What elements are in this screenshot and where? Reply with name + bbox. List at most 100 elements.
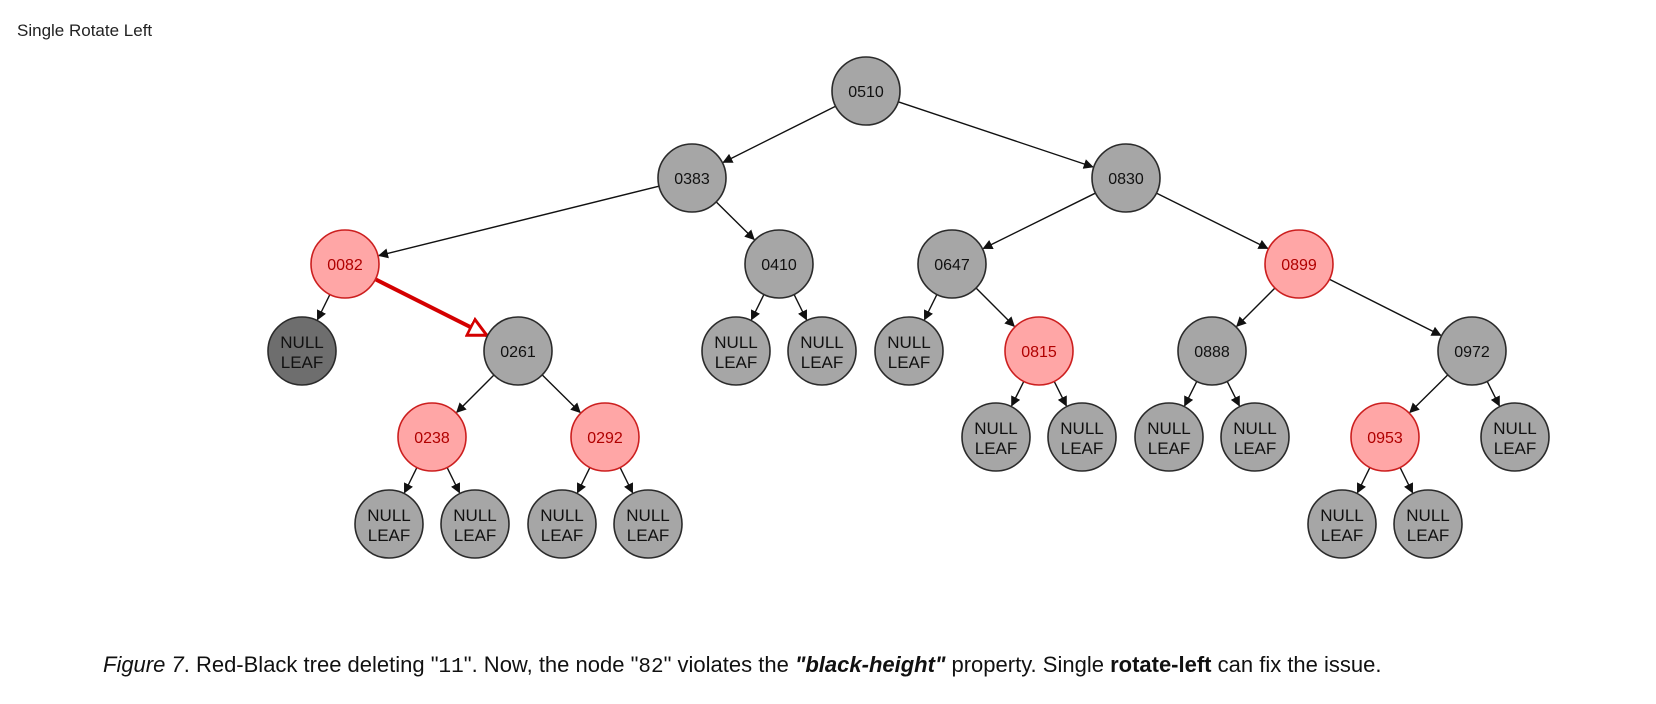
caption-emphasis: "black-height" xyxy=(794,652,946,677)
node-label: 0647 xyxy=(934,257,970,274)
edge-n815-l815a xyxy=(1011,381,1025,407)
edge-n815-l815b xyxy=(1053,381,1067,407)
node-circle xyxy=(613,489,683,559)
node-circle xyxy=(310,229,380,299)
node-circle xyxy=(1047,402,1117,472)
node-circle xyxy=(787,316,857,386)
edge-n410-l410a xyxy=(750,294,765,321)
node-circle xyxy=(1264,229,1334,299)
edge-n899-n972 xyxy=(1329,278,1442,336)
tree-node-n953: 0953 xyxy=(1350,402,1420,472)
caption-text-1: . Red-Black tree deleting " xyxy=(183,652,439,677)
node-circle xyxy=(1307,489,1377,559)
edge-n972-n953 xyxy=(1409,374,1449,414)
edge-highlight-n82-n261 xyxy=(374,277,486,338)
node-label: 0082 xyxy=(327,257,363,274)
node-circle xyxy=(701,316,771,386)
edge-n510-n383 xyxy=(722,105,836,163)
edge-n261-n238 xyxy=(456,374,495,413)
node-circle xyxy=(267,316,337,386)
tree-node-n82: 0082 xyxy=(310,229,380,299)
edge-n292-l292a xyxy=(576,467,591,494)
tree-node-n972: 0972 xyxy=(1437,316,1507,386)
tree-node-n383: 0383 xyxy=(657,143,727,213)
edge-n383-n82 xyxy=(378,185,660,259)
edge-n383-n410 xyxy=(715,201,755,241)
edge-n888-l888b xyxy=(1226,381,1240,407)
node-label: 0510 xyxy=(848,84,884,101)
node-circle xyxy=(527,489,597,559)
tree-node-n899: 0899 xyxy=(1264,229,1334,299)
caption-text-3: " violates the xyxy=(663,652,795,677)
edge-n830-n899 xyxy=(1156,192,1269,250)
diagram-title: Single Rotate Left xyxy=(17,21,153,40)
node-label: 0410 xyxy=(761,257,797,274)
edge-n830-n647 xyxy=(982,192,1096,250)
node-label: 0972 xyxy=(1454,344,1490,361)
edge-n953-l953a xyxy=(1356,467,1371,494)
edge-n899-n888 xyxy=(1236,287,1276,327)
node-label: 0238 xyxy=(414,430,450,447)
node-circle xyxy=(440,489,510,559)
node-circle xyxy=(1480,402,1550,472)
edge-n292-l292b xyxy=(619,467,634,494)
tree-node-n510: 0510 xyxy=(831,56,901,126)
node-circle xyxy=(483,316,553,386)
node-label: 0953 xyxy=(1367,430,1403,447)
node-circle xyxy=(744,229,814,299)
caption-text-2: ". Now, the node " xyxy=(463,652,639,677)
edge-n647-l647a xyxy=(923,294,938,321)
edge-n238-l238a xyxy=(403,467,418,494)
edge-n953-l953b xyxy=(1399,467,1414,494)
edge-n238-l238b xyxy=(446,467,461,494)
node-circle xyxy=(570,402,640,472)
caption-code-node: 82 xyxy=(638,656,664,679)
node-circle xyxy=(1350,402,1420,472)
tree-node-n261: 0261 xyxy=(483,316,553,386)
node-label: 0899 xyxy=(1281,257,1317,274)
node-circle xyxy=(961,402,1031,472)
node-label: 0888 xyxy=(1194,344,1230,361)
caption-text-5: can fix the issue. xyxy=(1211,652,1382,677)
node-circle xyxy=(657,143,727,213)
caption-text-4: property. Single xyxy=(945,652,1111,677)
tree-node-n830: 0830 xyxy=(1091,143,1161,213)
edge-n261-n292 xyxy=(541,374,581,414)
edges-layer xyxy=(316,101,1500,494)
node-circle xyxy=(1091,143,1161,213)
figure-caption: Figure 7. Red-Black tree deleting "11". … xyxy=(103,652,1382,679)
node-circle xyxy=(397,402,467,472)
edge-n888-l888a xyxy=(1184,381,1198,407)
node-label: 0292 xyxy=(587,430,623,447)
node-circle xyxy=(1220,402,1290,472)
edge-n647-n815 xyxy=(975,287,1015,327)
edge-n510-n830 xyxy=(898,101,1094,169)
node-label: 0830 xyxy=(1108,171,1144,188)
tree-node-n647: 0647 xyxy=(917,229,987,299)
edge-n82-l82a xyxy=(316,294,331,321)
node-circle xyxy=(1393,489,1463,559)
caption-figure-label: Figure 7 xyxy=(103,652,184,677)
node-circle xyxy=(1177,316,1247,386)
node-label: 0815 xyxy=(1021,344,1057,361)
node-circle xyxy=(354,489,424,559)
node-circle xyxy=(874,316,944,386)
